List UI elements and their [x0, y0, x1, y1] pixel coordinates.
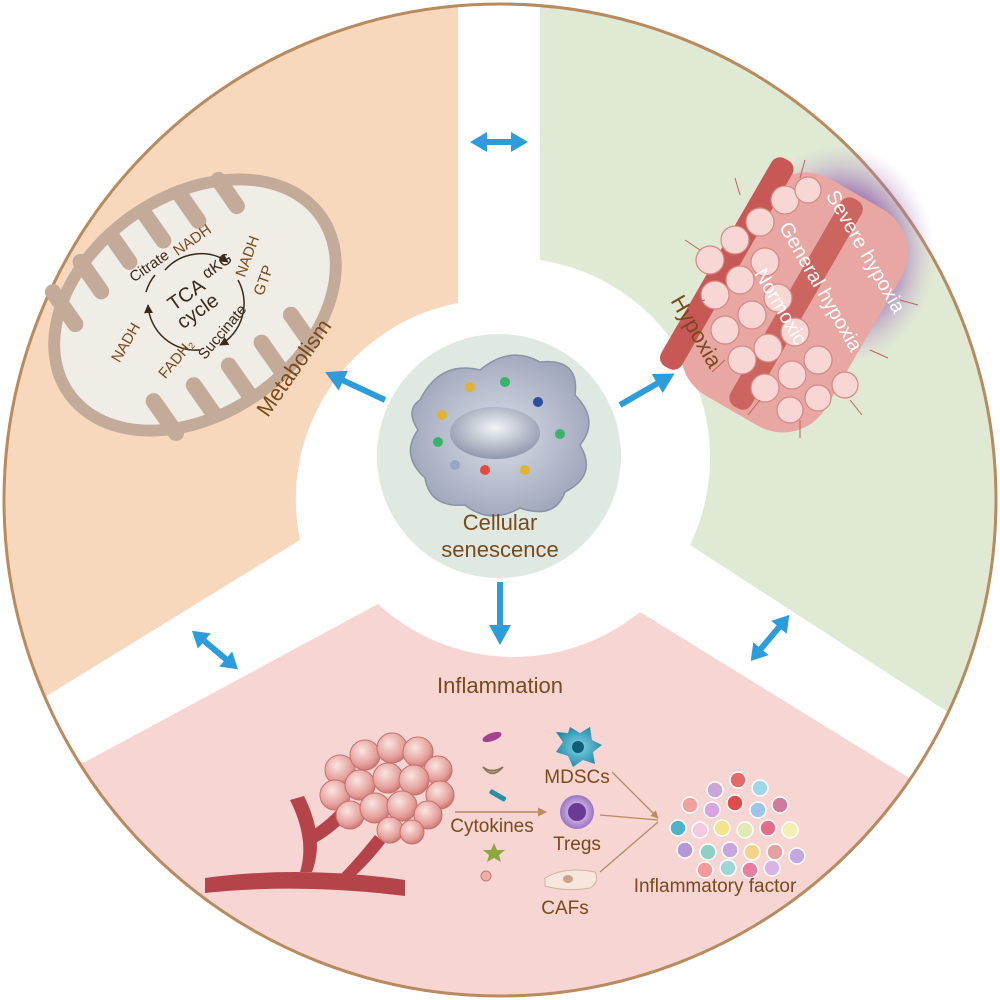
arrow-to-inflammation: [489, 582, 511, 645]
double-arrow-right: [750, 615, 790, 661]
cytokines-label: Cytokines: [450, 816, 533, 837]
senescent-cell: [377, 334, 621, 578]
inflammatory-factor-cluster: [669, 771, 806, 879]
tumor-cells: [695, 176, 859, 424]
tregs-label: Tregs: [553, 834, 601, 855]
tca-cycle: [143, 252, 245, 351]
arrow-to-metabolism: [325, 370, 387, 403]
inflammation-title: Inflammation: [437, 673, 563, 698]
tumor-spikes: [684, 159, 919, 438]
convergence-arrows: [599, 771, 659, 873]
double-arrow-left: [192, 630, 238, 670]
tumor-cluster: [319, 732, 455, 845]
center-title-line1: Cellular: [463, 510, 538, 535]
center-title-line2: senescence: [441, 537, 558, 562]
treg-cell: [560, 795, 594, 829]
double-arrow-top: [470, 132, 528, 152]
arrow-to-hypoxia: [618, 373, 675, 408]
blue-arrows: [192, 132, 790, 670]
inflammatory-factor-label: Inflammatory factor: [634, 876, 797, 897]
blood-vessel: [205, 796, 405, 896]
mitochondrion: [44, 171, 342, 442]
hypoxia-tumor: [660, 145, 935, 438]
inflammation-sector: [4, 604, 996, 996]
caf-cell: [544, 869, 598, 891]
mdsc-cell: [556, 727, 602, 767]
cytokine-shapes: [480, 731, 507, 882]
mdscs-label: MDSCs: [544, 767, 609, 788]
cafs-label: CAFs: [541, 898, 589, 919]
